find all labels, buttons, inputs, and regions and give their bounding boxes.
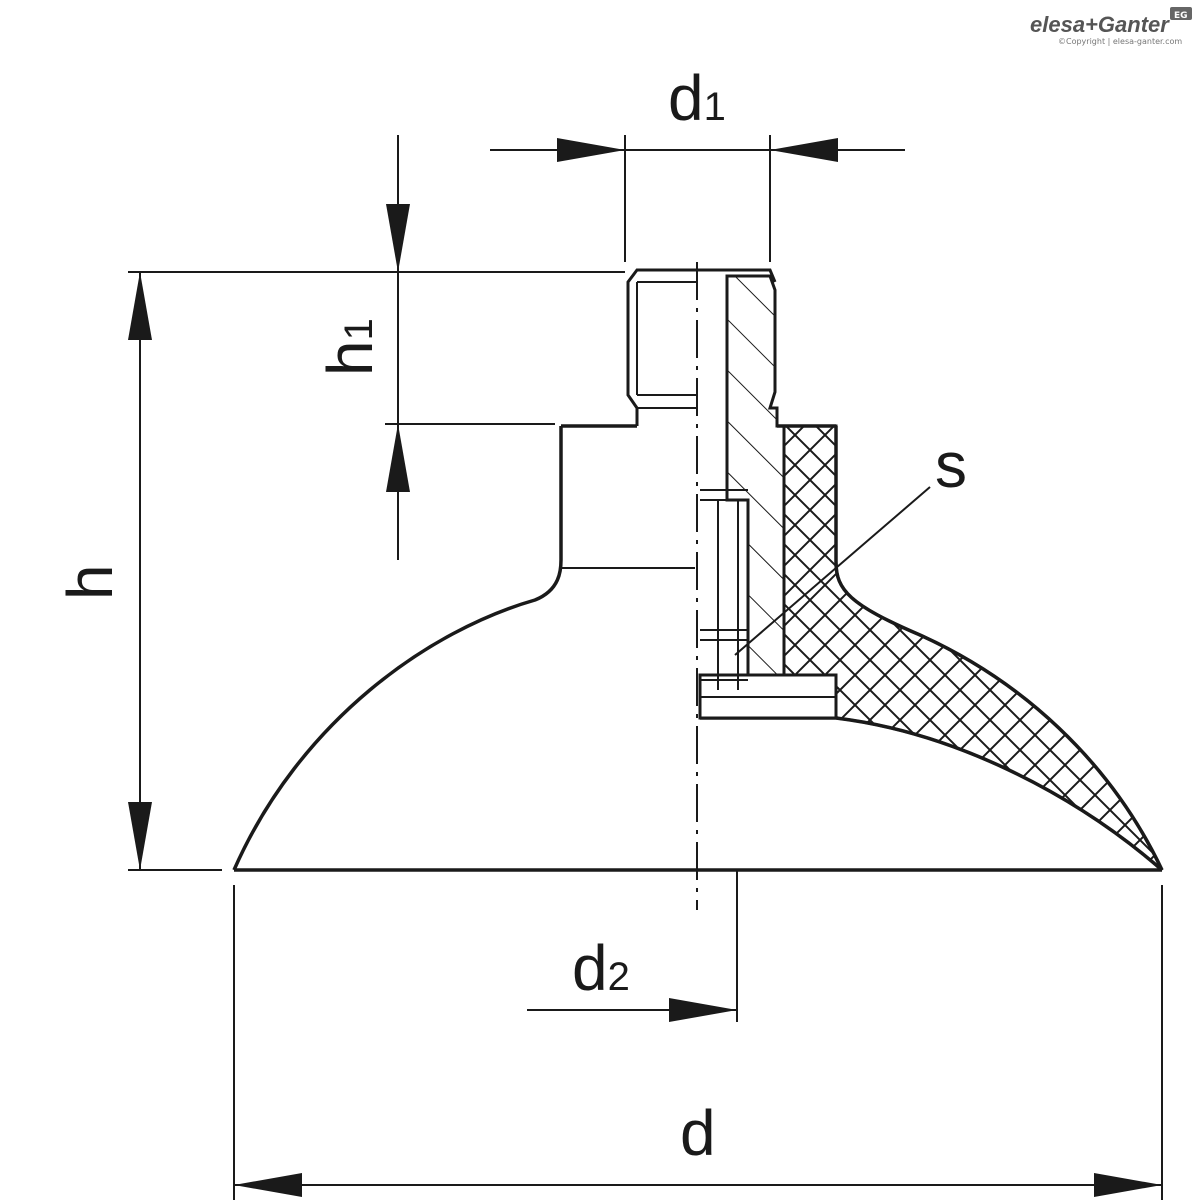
stud-section-hatch [725, 274, 786, 677]
rubber-section-hatch [782, 424, 1164, 872]
dimension-h1 [386, 135, 410, 560]
label-s: s [935, 429, 967, 501]
label-d: d [680, 1097, 716, 1169]
dome-left-outline [232, 426, 563, 871]
dimension-d [234, 1173, 1162, 1197]
dimension-d1 [490, 138, 905, 162]
copyright-text: ©Copyright | elesa-ganter.com [1058, 37, 1182, 46]
leader-s [734, 486, 931, 656]
dome-inner-curve [700, 716, 1164, 872]
dimension-d2 [527, 998, 737, 1022]
brand-logo: elesa+Ganter EG ©Copyright | elesa-gante… [1030, 7, 1192, 46]
logo-badge-text: EG [1174, 11, 1188, 21]
dimension-h [128, 272, 152, 870]
label-d2: d2 [572, 932, 630, 1004]
label-h: h [54, 564, 126, 600]
label-h1: h1 [314, 318, 386, 376]
threaded-stud [626, 268, 777, 690]
label-d1: d1 [668, 62, 726, 134]
logo-text: elesa+Ganter [1030, 12, 1170, 37]
logo-badge [1170, 7, 1192, 20]
extension-lines [128, 135, 1163, 1200]
